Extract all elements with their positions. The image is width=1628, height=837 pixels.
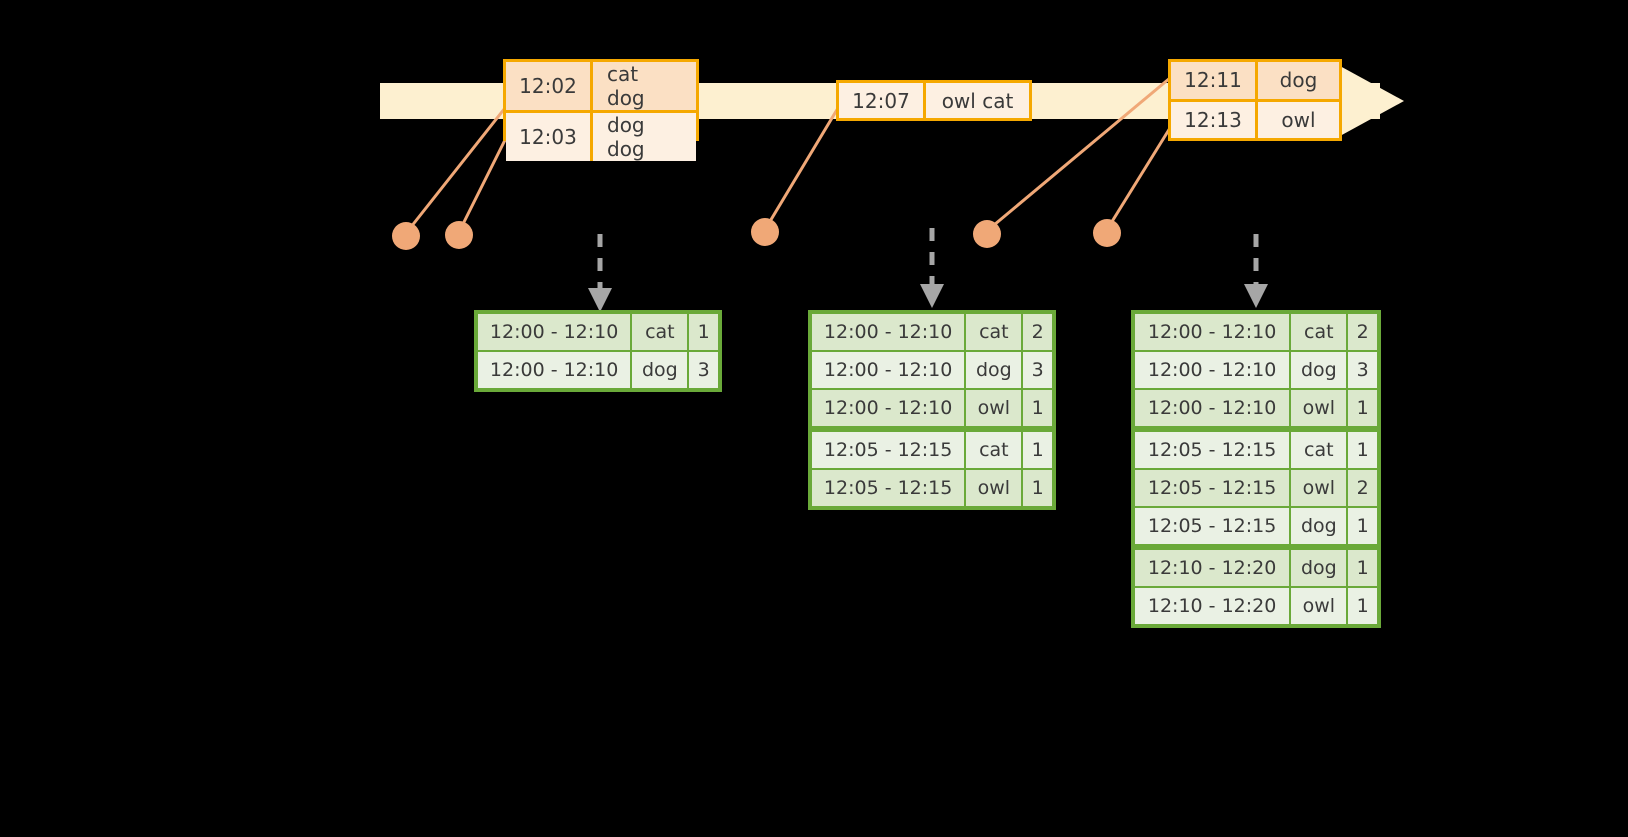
cell-word: owl bbox=[1291, 390, 1347, 426]
cell-word: dog bbox=[1291, 508, 1347, 544]
event-box-1[interactable]: 12:02 cat dog 12:03 dog dog bbox=[503, 59, 699, 161]
event-time: 12:03 bbox=[506, 113, 593, 161]
cell-window: 12:00 - 12:10 bbox=[812, 390, 965, 426]
event-value: dog dog bbox=[593, 113, 696, 161]
cell-window: 12:05 - 12:15 bbox=[1135, 508, 1290, 544]
cell-count: 1 bbox=[1348, 588, 1377, 624]
cell-window: 12:05 - 12:15 bbox=[1135, 432, 1290, 468]
cell-window: 12:00 - 12:10 bbox=[812, 314, 965, 350]
cell-count: 1 bbox=[1023, 432, 1052, 468]
cell-window: 12:05 - 12:15 bbox=[812, 470, 965, 506]
cell-count: 1 bbox=[1348, 390, 1377, 426]
event-box-2[interactable]: 12:07 owl cat bbox=[836, 80, 1032, 121]
cell-word: cat bbox=[632, 314, 688, 350]
cell-window: 12:05 - 12:15 bbox=[812, 432, 965, 468]
cell-word: dog bbox=[1291, 550, 1347, 586]
cell-window: 12:00 - 12:10 bbox=[1135, 390, 1290, 426]
cell-count: 2 bbox=[1348, 470, 1377, 506]
cell-count: 3 bbox=[1348, 352, 1377, 388]
event-value: owl cat bbox=[926, 83, 1029, 118]
event-box-3[interactable]: 12:11 dog 12:13 owl bbox=[1168, 59, 1342, 141]
cell-window: 12:00 - 12:10 bbox=[1135, 314, 1290, 350]
cell-word: dog bbox=[966, 352, 1022, 388]
cell-word: dog bbox=[1291, 352, 1347, 388]
event-row[interactable]: 12:03 dog dog bbox=[506, 110, 696, 161]
cell-word: cat bbox=[966, 432, 1022, 468]
group-separator bbox=[812, 428, 1052, 430]
event-time: 12:13 bbox=[1171, 101, 1258, 138]
event-time: 12:02 bbox=[506, 62, 593, 110]
cell-count: 2 bbox=[1023, 314, 1052, 350]
cell-count: 1 bbox=[1348, 508, 1377, 544]
cell-word: dog bbox=[632, 352, 688, 388]
cell-word: cat bbox=[1291, 314, 1347, 350]
cell-window: 12:00 - 12:10 bbox=[812, 352, 965, 388]
cell-word: owl bbox=[966, 390, 1022, 426]
cell-word: cat bbox=[966, 314, 1022, 350]
cell-word: cat bbox=[1291, 432, 1347, 468]
cell-window: 12:10 - 12:20 bbox=[1135, 588, 1290, 624]
cell-word: owl bbox=[1291, 470, 1347, 506]
connector-dots bbox=[392, 218, 1121, 250]
cell-count: 2 bbox=[1348, 314, 1377, 350]
event-row[interactable]: 12:07 owl cat bbox=[839, 83, 1029, 118]
event-value: dog bbox=[1258, 62, 1339, 99]
cell-count: 1 bbox=[1023, 470, 1052, 506]
event-row[interactable]: 12:11 dog bbox=[1171, 62, 1339, 99]
cell-window: 12:10 - 12:20 bbox=[1135, 550, 1290, 586]
cell-count: 1 bbox=[1023, 390, 1052, 426]
event-value: cat dog bbox=[593, 62, 696, 110]
cell-window: 12:00 - 12:10 bbox=[478, 314, 631, 350]
cell-count: 1 bbox=[1348, 432, 1377, 468]
cell-window: 12:00 - 12:10 bbox=[1135, 352, 1290, 388]
event-time: 12:11 bbox=[1171, 62, 1258, 99]
event-row[interactable]: 12:02 cat dog bbox=[506, 62, 696, 110]
cell-count: 3 bbox=[689, 352, 718, 388]
cell-window: 12:05 - 12:15 bbox=[1135, 470, 1290, 506]
event-row[interactable]: 12:13 owl bbox=[1171, 98, 1339, 138]
cell-word: owl bbox=[1291, 588, 1347, 624]
group-separator bbox=[1135, 546, 1377, 548]
event-time: 12:07 bbox=[839, 83, 926, 118]
cell-word: owl bbox=[966, 470, 1022, 506]
cell-window: 12:00 - 12:10 bbox=[478, 352, 631, 388]
group-separator bbox=[1135, 428, 1377, 430]
event-value: owl bbox=[1258, 101, 1339, 138]
flow-arrows bbox=[588, 228, 1268, 312]
cell-count: 1 bbox=[689, 314, 718, 350]
cell-count: 1 bbox=[1348, 550, 1377, 586]
cell-count: 3 bbox=[1023, 352, 1052, 388]
